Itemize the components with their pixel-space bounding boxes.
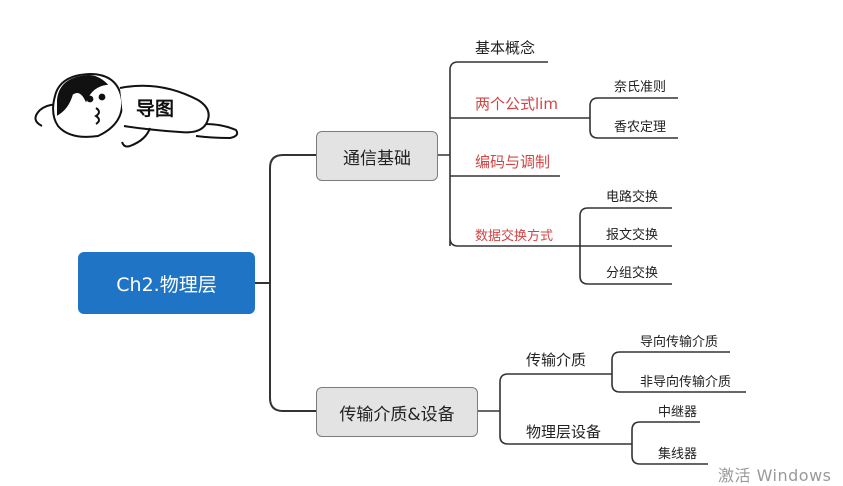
node-physical-devices[interactable]: 物理层设备 [526, 423, 602, 441]
node-data-switching[interactable]: 数据交换方式 [475, 229, 554, 244]
link-comm-children [436, 61, 590, 247]
node-unguided-media[interactable]: 非导向传输介质 [640, 375, 732, 390]
link-device-children [631, 421, 708, 465]
link-root-comm [255, 154, 316, 284]
node-transmission-media[interactable]: 传输介质 [526, 351, 587, 369]
sticker-title: 导图 [136, 98, 175, 120]
node-shannon[interactable]: 香农定理 [614, 120, 667, 135]
node-message-switching[interactable]: 报文交换 [606, 228, 659, 243]
link-media-children [476, 373, 632, 445]
node-hub[interactable]: 集线器 [658, 447, 698, 462]
link-root-media [255, 282, 316, 412]
activation-watermark: 激活 Windows [718, 466, 832, 485]
node-two-formulas[interactable]: 两个公式lim [475, 95, 558, 113]
node-media-devices[interactable]: 传输介质&设备 [316, 387, 478, 437]
node-circuit-switching[interactable]: 电路交换 [606, 190, 659, 205]
node-nyquist[interactable]: 奈氏准则 [614, 80, 667, 95]
node-basic-concepts[interactable]: 基本概念 [475, 39, 536, 57]
link-formula-children [589, 97, 678, 139]
node-packet-switching[interactable]: 分组交换 [606, 266, 659, 281]
link-medium-children [611, 351, 746, 393]
node-comm-basics[interactable]: 通信基础 [316, 131, 438, 181]
root-node[interactable]: Ch2.物理层 [78, 252, 255, 314]
node-repeater[interactable]: 中继器 [658, 405, 698, 420]
link-switching-children [579, 207, 672, 285]
lying-cartoon-person-icon [34, 72, 239, 148]
node-guided-media[interactable]: 导向传输介质 [640, 335, 719, 350]
node-coding-modulation[interactable]: 编码与调制 [475, 153, 551, 171]
